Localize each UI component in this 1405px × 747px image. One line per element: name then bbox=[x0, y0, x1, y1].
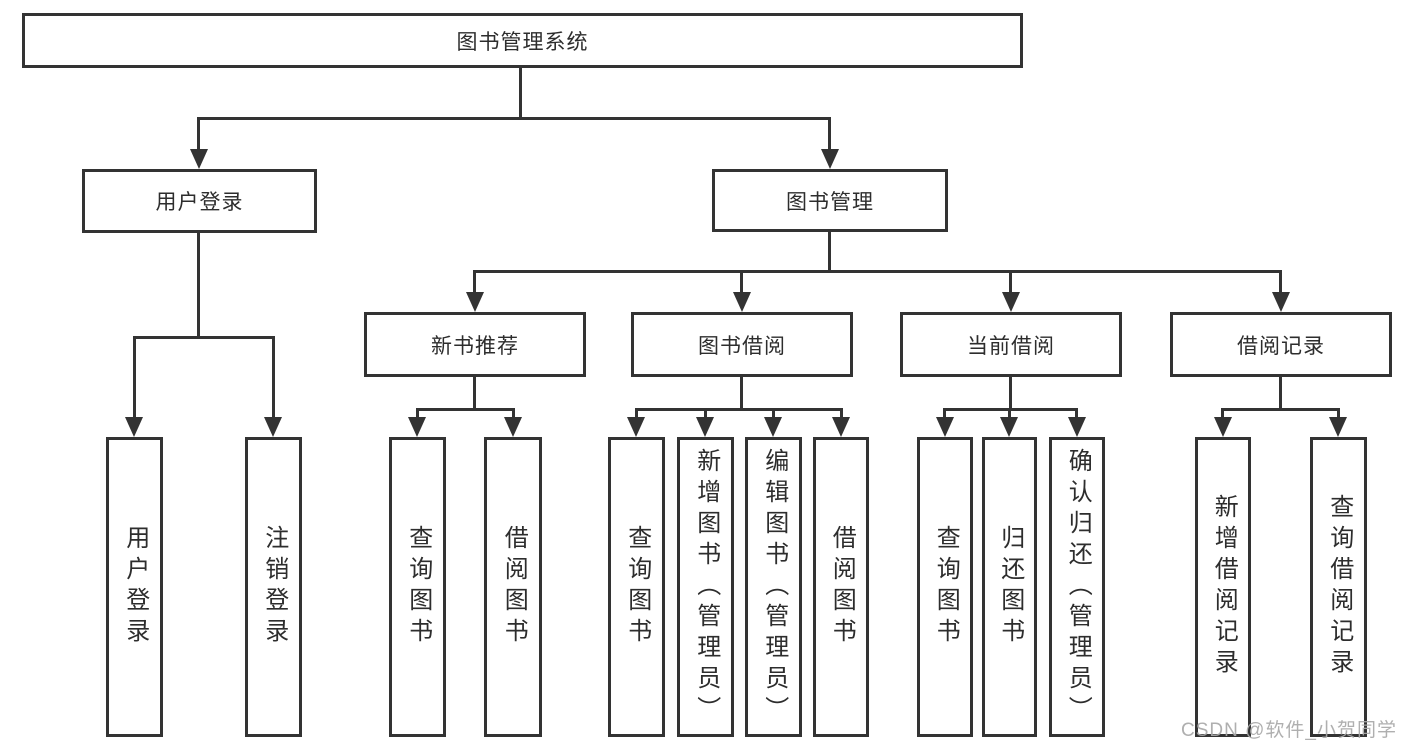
arrow-down-icon bbox=[936, 417, 954, 437]
leaf-label: 注销登录 bbox=[260, 525, 288, 649]
leaf-label: 查询图书 bbox=[623, 525, 651, 649]
arrow-down-icon bbox=[466, 292, 484, 312]
connector-line bbox=[772, 408, 775, 420]
arrow-down-icon bbox=[1214, 417, 1232, 437]
node-label: 图书借阅 bbox=[698, 334, 786, 358]
connector-line bbox=[635, 408, 843, 411]
connector-line bbox=[828, 232, 831, 270]
arrow-down-icon bbox=[832, 417, 850, 437]
connector-line bbox=[512, 408, 515, 420]
node-label: 新书推荐 bbox=[431, 334, 519, 358]
node-label: 图书管理 bbox=[786, 190, 874, 214]
connector-line bbox=[197, 117, 200, 153]
arrow-down-icon bbox=[1000, 417, 1018, 437]
connector-line bbox=[740, 270, 743, 294]
connector-line bbox=[740, 377, 743, 408]
connector-line bbox=[704, 408, 707, 420]
arrow-down-icon bbox=[1068, 417, 1086, 437]
leaf-user-login: 用户登录 bbox=[106, 437, 163, 737]
connector-line bbox=[473, 270, 1282, 273]
leaf-label: 查询图书 bbox=[404, 525, 432, 649]
leaf-label: 查询图书 bbox=[932, 525, 960, 649]
leaf-label: 借阅图书 bbox=[500, 525, 528, 649]
arrow-down-icon bbox=[696, 417, 714, 437]
leaf-borrow-books-recommend: 借阅图书 bbox=[484, 437, 542, 737]
leaf-label: 新增图书（管理员） bbox=[692, 447, 720, 727]
arrow-down-icon bbox=[1329, 417, 1347, 437]
connector-line bbox=[840, 408, 843, 420]
arrow-down-icon bbox=[504, 417, 522, 437]
leaf-query-books-current: 查询图书 bbox=[917, 437, 973, 737]
leaf-label: 查询借阅记录 bbox=[1325, 494, 1353, 680]
connector-line bbox=[197, 117, 831, 120]
connector-line bbox=[133, 336, 136, 420]
connector-line bbox=[943, 408, 946, 420]
leaf-label: 确认归还（管理员） bbox=[1064, 447, 1092, 727]
arrow-down-icon bbox=[733, 292, 751, 312]
connector-line bbox=[272, 336, 275, 420]
leaf-edit-book-admin: 编辑图书（管理员） bbox=[745, 437, 802, 737]
node-new-book-recommendation: 新书推荐 bbox=[364, 312, 586, 377]
node-library-management-system: 图书管理系统 bbox=[22, 13, 1023, 68]
connector-line bbox=[635, 408, 638, 420]
connector-line bbox=[1279, 270, 1282, 294]
connector-line bbox=[197, 233, 200, 336]
leaf-label: 编辑图书（管理员） bbox=[760, 447, 788, 727]
arrow-down-icon bbox=[627, 417, 645, 437]
connector-line bbox=[1009, 377, 1012, 408]
arrow-down-icon bbox=[190, 149, 208, 169]
arrow-down-icon bbox=[125, 417, 143, 437]
leaf-query-books-recommend: 查询图书 bbox=[389, 437, 446, 737]
connector-line bbox=[519, 68, 522, 117]
node-current-borrowing: 当前借阅 bbox=[900, 312, 1122, 377]
csdn-watermark: CSDN @软件_小贺同学 bbox=[1181, 720, 1397, 741]
arrow-down-icon bbox=[264, 417, 282, 437]
leaf-logout: 注销登录 bbox=[245, 437, 302, 737]
leaf-borrow-books-borrowing: 借阅图书 bbox=[813, 437, 869, 737]
leaf-add-book-admin: 新增图书（管理员） bbox=[677, 437, 734, 737]
connector-line bbox=[473, 270, 476, 294]
leaf-label: 借阅图书 bbox=[828, 525, 856, 649]
arrow-down-icon bbox=[408, 417, 426, 437]
connector-line bbox=[133, 336, 275, 339]
leaf-return-book: 归还图书 bbox=[982, 437, 1037, 737]
connector-line bbox=[1279, 377, 1282, 408]
node-user-login: 用户登录 bbox=[82, 169, 317, 233]
node-borrowing-records: 借阅记录 bbox=[1170, 312, 1392, 377]
leaf-add-borrow-record: 新增借阅记录 bbox=[1195, 437, 1251, 737]
node-label: 图书管理系统 bbox=[456, 30, 589, 54]
arrow-down-icon bbox=[1272, 292, 1290, 312]
leaf-query-borrow-record: 查询借阅记录 bbox=[1310, 437, 1367, 737]
arrow-down-icon bbox=[1002, 292, 1020, 312]
connector-line bbox=[1075, 408, 1078, 420]
connector-line bbox=[1221, 408, 1340, 411]
leaf-label: 归还图书 bbox=[996, 525, 1024, 649]
connector-line bbox=[473, 377, 476, 408]
node-label: 用户登录 bbox=[155, 191, 244, 214]
connector-line bbox=[1221, 408, 1224, 420]
connector-line bbox=[1337, 408, 1340, 420]
leaf-query-books-borrowing: 查询图书 bbox=[608, 437, 665, 737]
arrow-down-icon bbox=[821, 149, 839, 169]
connector-line bbox=[416, 408, 419, 420]
connector-line bbox=[416, 408, 515, 411]
arrow-down-icon bbox=[764, 417, 782, 437]
leaf-label: 用户登录 bbox=[121, 525, 149, 649]
node-book-management: 图书管理 bbox=[712, 169, 948, 232]
leaf-label: 新增借阅记录 bbox=[1210, 494, 1238, 680]
connector-line bbox=[1008, 408, 1011, 420]
node-book-borrowing: 图书借阅 bbox=[631, 312, 853, 377]
connector-line bbox=[828, 117, 831, 153]
connector-line bbox=[1009, 270, 1012, 294]
node-label: 借阅记录 bbox=[1237, 334, 1325, 358]
leaf-confirm-return-admin: 确认归还（管理员） bbox=[1049, 437, 1105, 737]
node-label: 当前借阅 bbox=[967, 334, 1055, 358]
